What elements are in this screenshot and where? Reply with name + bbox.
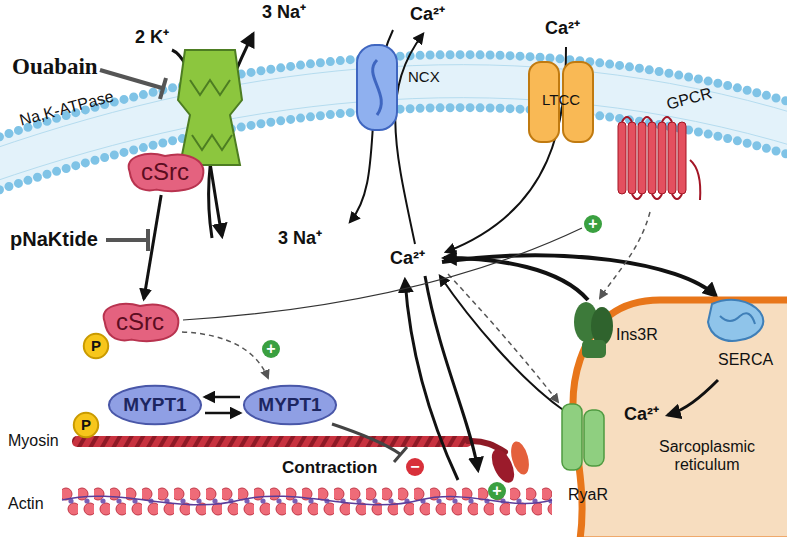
node-shape bbox=[352, 40, 402, 135]
connector-arrow bbox=[144, 195, 161, 299]
phospho-csrc: cSrc bbox=[98, 301, 182, 343]
ltcc-channel: LTCC bbox=[525, 58, 597, 146]
node-label: cSrc bbox=[116, 308, 164, 336]
node-label: RyaR bbox=[568, 486, 608, 504]
node-label: NCX bbox=[408, 68, 440, 85]
phosphate-circle: P bbox=[83, 333, 109, 359]
node-shape bbox=[612, 100, 707, 210]
ion-label: Ca²⁺ bbox=[410, 4, 445, 25]
connector-arrow bbox=[205, 412, 240, 415]
inhibitor-label: Ouabain bbox=[12, 54, 98, 80]
node-label: P bbox=[91, 337, 101, 354]
filament-label: Myosin bbox=[8, 432, 59, 450]
connector-arrow bbox=[205, 396, 240, 399]
phospho-mypt1: MYPT1 bbox=[107, 384, 203, 426]
ion-label: Ca²⁺ bbox=[390, 248, 425, 269]
ins3r-receptor: Ins3R bbox=[572, 300, 662, 362]
node-label: Na,K-ATPase bbox=[18, 87, 116, 130]
activation-symbol: + bbox=[488, 482, 506, 500]
node-label: cSrc bbox=[141, 158, 189, 186]
process-label: Contraction bbox=[282, 458, 377, 478]
node-label: SERCA bbox=[718, 351, 773, 369]
csrc-protein: cSrc bbox=[123, 151, 207, 193]
ion-label: Ca²⁺ bbox=[545, 18, 580, 39]
node-label: LTCC bbox=[542, 91, 580, 108]
filament-label: Actin bbox=[8, 495, 44, 513]
gpcr-receptor: GPCR bbox=[612, 100, 707, 210]
node-label: Ins3R bbox=[616, 326, 658, 344]
ryar-receptor: RyaR bbox=[556, 400, 631, 508]
ion-label: 2 K⁺ bbox=[135, 27, 169, 48]
node-label: P bbox=[81, 416, 91, 433]
node-body: Sarcoplasmic reticulum bbox=[638, 438, 776, 475]
ncx-exchanger: NCX bbox=[352, 40, 402, 135]
ion-label: 3 Na⁺ bbox=[278, 228, 322, 249]
serca-pump: SERCA bbox=[700, 296, 785, 376]
activation-symbol: + bbox=[584, 215, 602, 233]
node-label: GPCR bbox=[665, 84, 714, 114]
inhibitor-label: pNaKtide bbox=[10, 228, 98, 251]
ion-label: 3 Na⁺ bbox=[262, 2, 306, 23]
inhibition-symbol: − bbox=[406, 458, 424, 476]
node-label: MYPT1 bbox=[123, 394, 186, 416]
phosphate-circle: P bbox=[73, 412, 99, 438]
node-label: Ca²⁺ bbox=[624, 404, 659, 425]
node-label: MYPT1 bbox=[258, 394, 321, 416]
mypt1-protein: MYPT1 bbox=[242, 384, 338, 426]
activation-symbol: + bbox=[262, 340, 280, 358]
